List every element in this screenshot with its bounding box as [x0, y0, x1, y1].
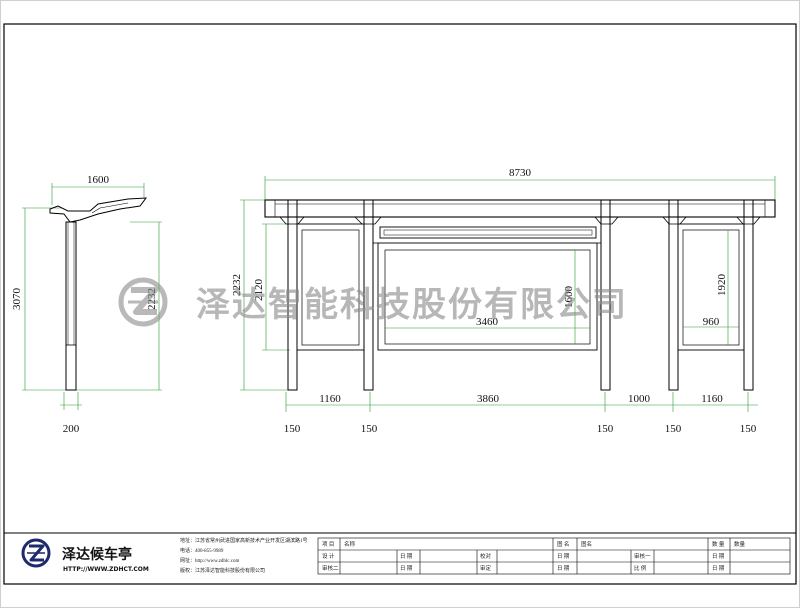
- info-table: [317, 537, 791, 575]
- post-width-label-2: 150: [361, 423, 378, 435]
- cell-count-value: 数量: [734, 540, 746, 548]
- side-top-width-label: 1600: [87, 174, 110, 186]
- cell-date-label-r2c3: 日 期: [712, 553, 725, 560]
- cell-approve-label: 审定: [480, 564, 492, 572]
- post-width-label-3: 150: [597, 423, 614, 435]
- center-panel-glass: [384, 249, 591, 345]
- cell-review-label: 审核一: [634, 552, 651, 560]
- post-5: [743, 199, 754, 391]
- cell-date-label-r2c1: 日 期: [400, 553, 413, 560]
- brand-url: HTTP://WWW.ZDHCT.COM: [63, 566, 149, 573]
- right-panel-width-label: 960: [703, 316, 720, 328]
- cell-date-label-r3c3: 日 期: [712, 565, 725, 572]
- cell-ratio-label: 比 例: [634, 564, 647, 572]
- front-total-width-label: 8730: [509, 167, 532, 179]
- side-post: [65, 221, 77, 391]
- contact-phone: 电话：400-855-9989: [180, 547, 224, 554]
- center-panel-height-label: 1600: [563, 286, 575, 309]
- cell-name-label: 名称: [344, 540, 356, 548]
- cell-date-label-r2c2: 日 期: [557, 553, 570, 560]
- center-panel-frame: [377, 242, 598, 351]
- contact-website: 网址：http://www.zdhlc.com: [180, 557, 240, 564]
- cell-drawing-label: 图 名: [557, 540, 569, 548]
- watermark: 泽达智能科技股份有限公司: [118, 277, 628, 327]
- cell-date-label-r3c1: 日 期: [400, 565, 413, 572]
- roof-beam: [264, 199, 776, 218]
- title-block: 泽达候车亭 HTTP://WWW.ZDHCT.COM 地址：江苏省常州武进国家高…: [21, 537, 791, 575]
- cell-count-label: 数 量: [712, 540, 725, 548]
- post-width-label-4: 150: [665, 423, 682, 435]
- span-3-label: 1000: [628, 393, 651, 405]
- front-panel-height-label: 2120: [253, 279, 265, 302]
- drawing-frame: [3, 23, 797, 585]
- span-1-label: 1160: [319, 393, 341, 405]
- watermark-logo: [118, 277, 168, 327]
- cell-review2-label: 审核二: [322, 564, 339, 572]
- watermark-text: 泽达智能科技股份有限公司: [196, 285, 628, 325]
- cell-design-label: 设 计: [322, 552, 335, 560]
- post-width-label-5: 150: [740, 423, 757, 435]
- span-4-label: 1160: [701, 393, 723, 405]
- front-overall-height-label: 2232: [231, 274, 243, 296]
- center-panel-width-label: 3460: [476, 316, 499, 328]
- side-total-height-label: 3070: [11, 288, 23, 311]
- cell-project-label: 项 目: [322, 541, 334, 548]
- left-panel-frame: [296, 223, 365, 351]
- side-base-width-label: 200: [63, 423, 80, 435]
- contact-address: 地址：江苏省常州武进国家高新技术产业开发区湖滨路1号: [180, 537, 308, 544]
- contact-copyright: 版权：江苏泽达智能科技股份有限公司: [180, 567, 265, 574]
- brand-logo: [21, 538, 51, 568]
- left-panel-glass: [301, 229, 360, 346]
- center-header-bar: [379, 226, 597, 239]
- right-panel-glass: [682, 229, 740, 346]
- post-3: [600, 199, 611, 391]
- cell-check-label: 校对: [480, 552, 492, 560]
- brand-name: 泽达候车亭: [62, 546, 132, 563]
- post-width-label-1: 150: [284, 423, 301, 435]
- right-panel-height-label: 1920: [716, 274, 728, 297]
- cell-drawing-value: 图名: [581, 540, 592, 548]
- span-2-label: 3860: [477, 393, 500, 405]
- right-panel-frame: [677, 223, 745, 351]
- side-roof-profile: [49, 197, 148, 223]
- cell-date-label-r3c2: 日 期: [557, 565, 570, 572]
- front-view: 8730 2232 2120: [231, 167, 776, 435]
- post-4: [668, 199, 679, 391]
